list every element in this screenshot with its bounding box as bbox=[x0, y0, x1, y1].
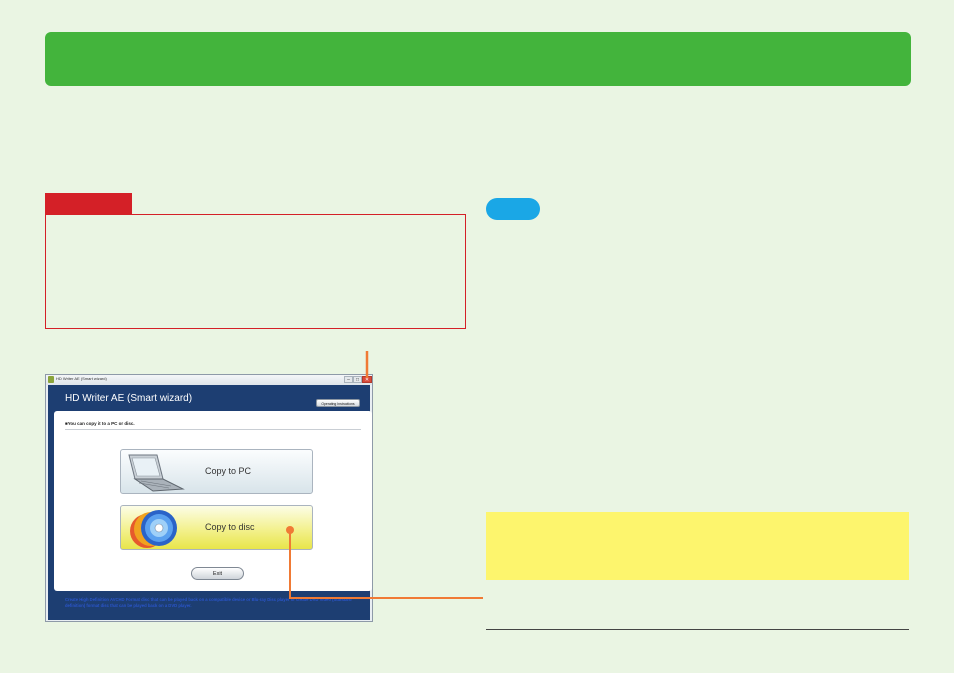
app-heading: HD Writer AE (Smart wizard) bbox=[65, 393, 193, 404]
disc-icon bbox=[130, 510, 177, 548]
copy-to-disc-button[interactable]: Copy to disc bbox=[120, 505, 313, 550]
disc-format-note: Create High Definition AVCHD Format disc… bbox=[65, 597, 352, 608]
copy-to-disc-label: Copy to disc bbox=[205, 522, 255, 532]
maximize-button[interactable]: □ bbox=[353, 376, 362, 383]
wizard-panel: ■You can copy it to a PC or disc. Copy t… bbox=[54, 411, 372, 591]
close-button[interactable]: ✕ bbox=[362, 376, 372, 383]
window-titlebar: HD Writer AE (Smart wizard) – □ ✕ bbox=[46, 375, 372, 385]
hd-writer-app-icon bbox=[48, 376, 54, 383]
panel-heading: ■You can copy it to a PC or disc. bbox=[65, 421, 135, 426]
copy-to-pc-label: Copy to PC bbox=[205, 466, 252, 476]
caution-box bbox=[45, 214, 466, 329]
caution-label-tab bbox=[45, 193, 132, 215]
header-band bbox=[45, 32, 911, 86]
panel-divider bbox=[65, 429, 361, 430]
highlight-box bbox=[486, 512, 909, 580]
window-title: HD Writer AE (Smart wizard) bbox=[56, 376, 107, 381]
app-body: HD Writer AE (Smart wizard) Operating In… bbox=[48, 385, 372, 620]
footer-divider bbox=[486, 629, 909, 630]
operating-instructions-button[interactable]: Operating Instructions bbox=[316, 399, 360, 407]
exit-button[interactable]: Exit bbox=[191, 567, 244, 580]
note-pill bbox=[486, 198, 540, 220]
laptop-icon bbox=[128, 454, 185, 492]
app-window-screenshot: HD Writer AE (Smart wizard) – □ ✕ HD Wri… bbox=[45, 374, 373, 622]
copy-to-pc-button[interactable]: Copy to PC bbox=[120, 449, 313, 494]
minimize-button[interactable]: – bbox=[344, 376, 353, 383]
